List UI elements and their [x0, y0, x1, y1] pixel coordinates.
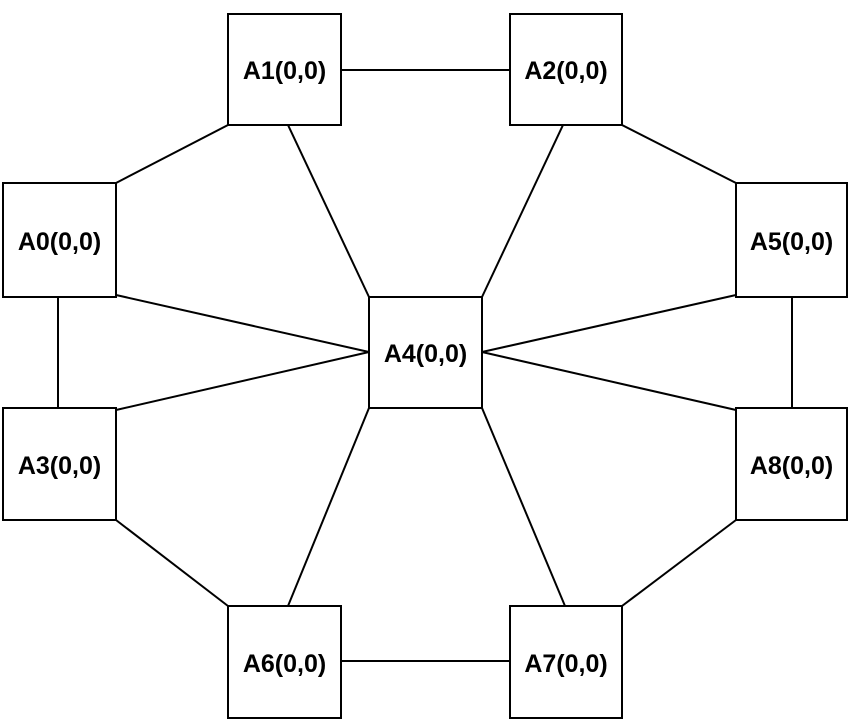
edge-A4-A7	[481, 407, 566, 607]
edge-A4-A0	[115, 294, 370, 353]
edges	[57, 69, 793, 662]
edge-A4-A2	[481, 124, 564, 298]
node-label-A3: A3(0,0)	[18, 452, 101, 480]
node-box-A6	[227, 605, 342, 719]
edge-A4-A5	[481, 294, 737, 353]
node-box-A2	[509, 13, 623, 126]
node-A8: A8(0,0)	[735, 407, 848, 521]
edge-A3-A6	[115, 519, 229, 607]
node-label-A0: A0(0,0)	[18, 228, 101, 256]
node-box-A0	[2, 182, 117, 298]
node-label-A7: A7(0,0)	[524, 650, 607, 678]
node-label-A6: A6(0,0)	[243, 650, 326, 678]
node-box-A5	[735, 182, 848, 298]
node-label-A8: A8(0,0)	[750, 452, 833, 480]
node-A6: A6(0,0)	[227, 605, 342, 719]
node-A0: A0(0,0)	[2, 182, 117, 298]
edge-A0-A1	[115, 124, 229, 184]
node-A5: A5(0,0)	[735, 182, 848, 298]
node-label-A4: A4(0,0)	[384, 340, 467, 368]
node-A4: A4(0,0)	[368, 296, 483, 409]
node-A2: A2(0,0)	[509, 13, 623, 126]
node-box-A8	[735, 407, 848, 521]
edge-A8-A7	[621, 519, 737, 607]
node-A7: A7(0,0)	[509, 605, 623, 719]
node-label-A1: A1(0,0)	[243, 57, 326, 85]
edge-A4-A3	[115, 351, 370, 411]
node-A3: A3(0,0)	[2, 407, 117, 521]
edge-A4-A1	[287, 124, 370, 298]
node-box-A7	[509, 605, 623, 719]
node-box-A1	[227, 13, 342, 126]
node-box-A3	[2, 407, 117, 521]
edge-A4-A8	[481, 351, 737, 411]
node-label-A5: A5(0,0)	[750, 228, 833, 256]
node-box-A4	[368, 296, 483, 409]
edge-A4-A6	[287, 407, 370, 607]
node-label-A2: A2(0,0)	[524, 57, 607, 85]
edge-A2-A5	[621, 124, 737, 184]
node-A1: A1(0,0)	[227, 13, 342, 126]
